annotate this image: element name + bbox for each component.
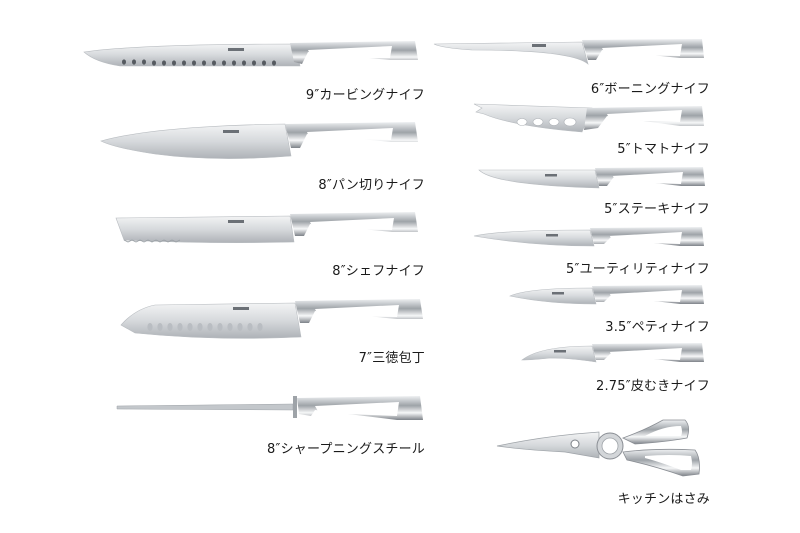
bread-knife[interactable]: 8″パン切りナイフ <box>95 118 425 193</box>
chef-knife-image <box>115 212 418 243</box>
utility-knife-label: 5″ユーティリティナイフ <box>566 262 710 277</box>
chef-knife[interactable]: 8″シェフナイフ <box>110 208 425 279</box>
sharpening-steel-label: 8″シャープニングスチール <box>267 442 425 457</box>
peeling-knife[interactable]: 2.75″皮むきナイフ <box>520 340 710 400</box>
peeling-knife-image <box>521 343 704 363</box>
sharpening-steel[interactable]: 8″シャープニングスチール <box>115 392 425 462</box>
steak-knife-image <box>478 167 705 189</box>
santoku-knife-image <box>120 299 423 339</box>
carving-knife-label: 9″カービングナイフ <box>305 88 425 103</box>
santoku-knife-label: 7″三徳包丁 <box>358 351 425 366</box>
chef-knife-label: 8″シェフナイフ <box>332 264 425 279</box>
petty-knife-label: 3.5″ペティナイフ <box>605 320 710 335</box>
utility-knife-image <box>473 227 704 247</box>
carving-knife[interactable]: 9″カービングナイフ <box>80 36 425 104</box>
santoku-knife[interactable]: 7″三徳包丁 <box>115 295 425 366</box>
kitchen-scissors[interactable]: キッチンはさみ <box>495 418 710 508</box>
boning-knife-image <box>433 39 704 65</box>
peeling-knife-label: 2.75″皮むきナイフ <box>595 379 710 394</box>
tomato-knife-label: 5″トマトナイフ <box>617 142 710 157</box>
petty-knife[interactable]: 3.5″ペティナイフ <box>508 282 710 338</box>
kitchen-scissors-label: キッチンはさみ <box>617 492 710 507</box>
utility-knife[interactable]: 5″ユーティリティナイフ <box>472 224 710 280</box>
tomato-knife-image <box>473 103 704 133</box>
carving-knife-image <box>83 41 418 67</box>
tomato-knife[interactable]: 5″トマトナイフ <box>472 100 710 160</box>
boning-knife[interactable]: 6″ボーニングナイフ <box>432 36 710 98</box>
boning-knife-label: 6″ボーニングナイフ <box>590 82 710 97</box>
sharpening-steel-image <box>116 396 423 420</box>
steak-knife[interactable]: 5″ステーキナイフ <box>475 164 710 220</box>
bread-knife-label: 8″パン切りナイフ <box>318 178 425 193</box>
bread-knife-image <box>100 122 418 159</box>
petty-knife-image <box>509 285 704 305</box>
kitchen-scissors-image <box>496 419 700 477</box>
steak-knife-label: 5″ステーキナイフ <box>604 202 710 217</box>
